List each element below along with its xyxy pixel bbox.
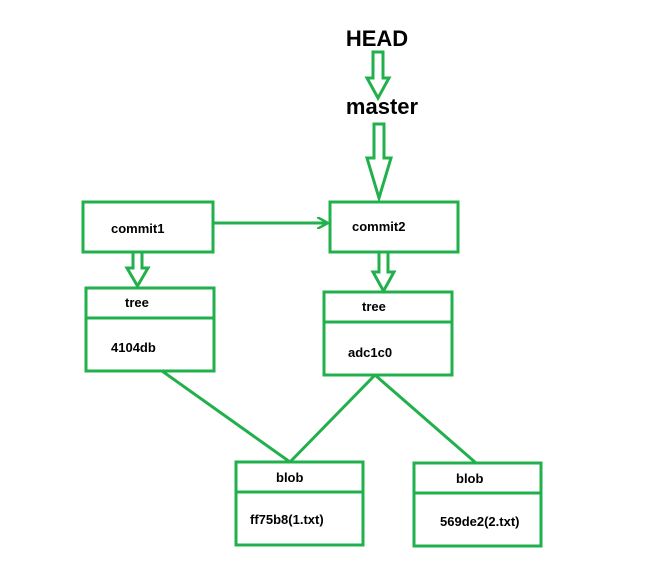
- tree1-hash: 4104db: [111, 340, 156, 355]
- head-to-master-arrow: [364, 50, 392, 102]
- blob1-title: blob: [276, 470, 303, 485]
- tree2-node: tree adc1c0: [322, 290, 454, 377]
- tree2-title: tree: [362, 299, 386, 314]
- master-label: master: [346, 94, 419, 119]
- tree1-to-blob1-link: [161, 369, 291, 464]
- master-to-commit2-arrow: [364, 122, 394, 204]
- commit1-label: commit1: [111, 221, 164, 236]
- blob1-node: blob ff75b8(1.txt): [234, 460, 365, 547]
- blob2-content: 569de2(2.txt): [440, 514, 519, 529]
- commit2-node: commit2: [328, 200, 460, 254]
- tree2-to-blob1-link: [288, 373, 377, 464]
- blob2-node: blob 569de2(2.txt): [412, 461, 543, 548]
- tree1-title: tree: [125, 295, 149, 310]
- tree2-to-blob2-link: [374, 373, 477, 465]
- tree2-hash: adc1c0: [348, 345, 392, 360]
- commit2-label: commit2: [352, 219, 405, 234]
- tree1-node: tree 4104db: [84, 286, 216, 373]
- commit2-to-tree-arrow: [370, 250, 397, 295]
- commit1-node: commit1: [81, 200, 215, 254]
- blob2-title: blob: [456, 471, 483, 486]
- commit1-to-tree-arrow: [124, 250, 151, 289]
- head-label: HEAD: [346, 26, 408, 51]
- blob1-content: ff75b8(1.txt): [250, 512, 324, 527]
